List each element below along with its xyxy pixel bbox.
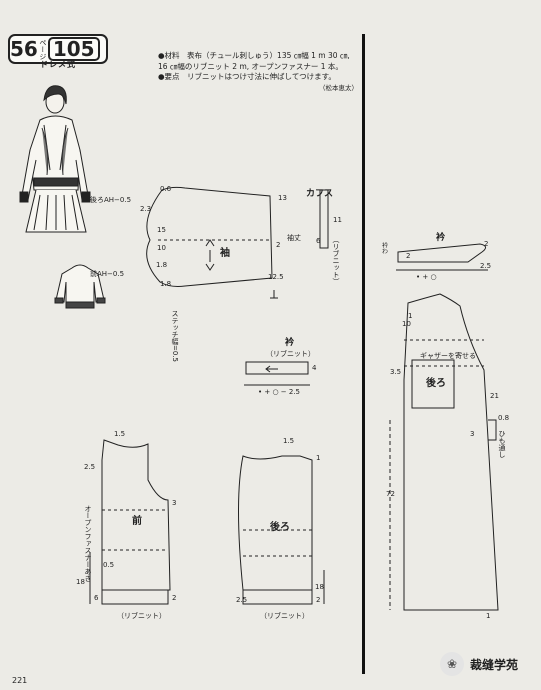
dress-collar-dims: • + ○ [416,273,437,281]
small-collar-dims: • + ○ − 2.5 [258,388,300,396]
back-view-illustration [54,264,106,309]
dress-back-m-1b: 1 [486,612,490,620]
sleeve-m-10: 10 [157,244,166,252]
sleeve-cuff-line: 袖丈 [287,233,301,242]
dress-back-m-21: 21 [490,392,499,400]
sleeve-m-125: 12.5 [268,273,284,281]
back-m-18: 18 [315,583,324,591]
credit: （松本恵太） [319,83,358,92]
key-point-text: ●要点 リブニットはつけ寸法に伸ばしてつけます。 （松本恵太） [158,72,358,92]
sleeve-m-15: 15 [157,226,166,234]
front-m-3: 3 [172,499,176,507]
sleeve-m-18b: 1.8 [160,280,171,288]
dress-collar-edge: 衿わ [381,241,388,254]
back-m-2: 2 [316,596,320,604]
dress-collar-m2a: 2 [406,252,410,260]
front-rib: （リブニット） [117,611,166,620]
materials-text: ●材料 表布（チュール刺しゅう）135 ㎝幅 1 m 30 ㎝, 16 ㎝幅のリ… [158,51,350,71]
dress-back-m-35: 3.5 [390,368,401,376]
watermark: ❀ 裁缝学苑 [440,652,518,676]
small-collar-m-4: 4 [312,364,317,372]
model-illustration [19,85,91,233]
sleeve-m-06: 0.6 [160,185,172,193]
back-m-25: 2.5 [236,596,247,604]
stitch-label: ステッチ幅=0.5 [171,310,179,362]
dress-collar-m25: 2.5 [480,262,491,270]
front-label: 前 [132,514,142,527]
page-badge: 56 ページ 105 [8,34,108,64]
front-pattern [89,439,171,605]
footer-page: 221 [12,676,28,685]
sleeve-m-2: 2 [276,241,280,249]
back-m-15: 1.5 [283,437,294,445]
front-m-25: 2.5 [84,463,95,471]
back-rib: （リブニット） [260,611,309,620]
watermark-text: 裁缝学苑 [470,657,519,672]
dress-collar-pattern [396,243,488,271]
dress-back-m-10: 10 [402,320,411,328]
small-collar-pattern [244,361,310,386]
page-kana: ページ [38,38,47,60]
item-number: 105 [47,37,100,61]
dress-collar-title: 衿 [436,231,445,243]
back-label: 後ろ [270,520,290,533]
dress-back-m-72: 72 [386,490,395,498]
dress-back-gather: ギャザーを寄せる [420,351,476,360]
front-m-2: 2 [172,594,176,602]
sleeve-m-13: 13 [278,194,287,202]
dress-back-pattern [389,293,499,611]
wechat-icon: ❀ [440,652,464,676]
cuffs-note: （リブニット） [332,236,340,285]
small-collar-sub: （リブニット） [266,349,315,358]
sleeve-m-23: 2.3 [140,205,151,213]
back-pattern [238,455,325,605]
dress-back-m-08: 0.8 [498,414,509,422]
front-zip-note: オープンファスナーあき [84,505,92,582]
dress-collar-m2b: 2 [484,240,488,248]
style-name: ドレメ式 [40,60,76,69]
dress-back-m-1: 1 [408,312,412,320]
page-number: 56 [10,37,38,61]
material-notes: ●材料 表布（チュール刺しゅう）135 ㎝幅 1 m 30 ㎝, 16 ㎝幅のリ… [158,51,358,93]
sleeve-front-ah: 前AH−0.5 [90,269,124,278]
sleeve-label: 袖 [219,246,230,259]
front-m-15: 1.5 [114,430,125,438]
sleeve-m-18a: 1.8 [156,261,167,269]
front-m-6: 6 [94,594,99,602]
small-collar-title: 衿 [285,336,294,348]
cuffs-title: カフス [306,188,333,199]
dress-back-m-3: 3 [470,430,474,438]
cuffs-w: 11 [333,216,342,224]
column-divider [362,34,365,674]
sleeve-pattern [146,186,329,299]
cuffs-h: 6 [316,237,321,245]
sleeve-back-ah: 後ろAH−0.5 [90,195,131,204]
dress-back-label: 後ろ [426,376,446,389]
front-m-18: 18 [76,578,85,586]
front-m-05: 0.5 [103,561,114,569]
dress-back-tie-loop: ひも通し [498,430,506,458]
back-m-1: 1 [316,454,320,462]
